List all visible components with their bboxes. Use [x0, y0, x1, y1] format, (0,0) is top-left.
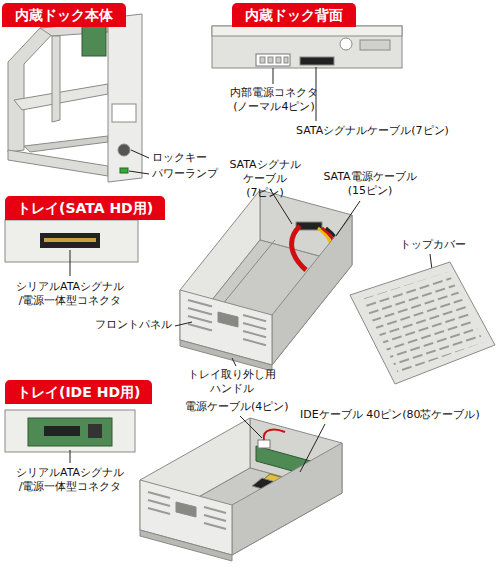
section-title: トレイ(SATA HD用) — [17, 199, 153, 217]
section-tab: 内蔵ドック背面 — [232, 3, 356, 27]
part-label: IDEケーブル 40ピン(80芯ケーブル) — [300, 408, 480, 422]
part-label: ロックキー — [152, 151, 207, 165]
part-label: 内部電源コネクタ (ノーマル4ピン) — [230, 86, 318, 114]
ide-tray — [140, 418, 342, 561]
section-tab: トレイ(IDE HD用) — [5, 380, 152, 404]
leader-lines — [129, 150, 149, 174]
dock-body — [8, 14, 142, 182]
sata-connector — [5, 220, 138, 262]
leader-line — [70, 450, 71, 463]
ide-connector — [5, 410, 135, 452]
vent-slots — [188, 300, 266, 345]
section-tab: トレイ(SATA HD用) — [5, 196, 165, 220]
section-title: 内蔵ドック背面 — [244, 6, 344, 24]
part-label: パワーランプ — [152, 167, 218, 181]
part-label: SATAシグナルケーブル(7ピン) — [296, 124, 449, 138]
dock-back — [212, 26, 402, 68]
section-title: 内蔵ドック本体 — [14, 6, 114, 24]
leader-lines — [240, 416, 325, 472]
part-label: トップカバー — [400, 238, 466, 252]
part-label: トレイ取り外し用 ハンドル — [188, 368, 276, 396]
top-cover — [350, 262, 495, 384]
vent-slots — [148, 492, 226, 529]
part-label: シリアルATAシグナル /電源一体型コネクタ — [16, 466, 124, 494]
part-label: SATAシグナル ケーブル(7ピン) — [229, 158, 300, 199]
part-label: シリアルATAシグナル /電源一体型コネクタ — [16, 280, 124, 308]
part-label: フロントパネル — [95, 318, 172, 332]
sata-tray — [180, 190, 352, 371]
section-title: トレイ(IDE HD用) — [17, 383, 140, 401]
part-label: 電源ケーブル(4ピン) — [185, 400, 289, 414]
part-label: SATA電源ケーブル (15ピン) — [323, 170, 416, 198]
section-tab: 内蔵ドック本体 — [2, 3, 126, 27]
leader-line — [70, 250, 71, 276]
